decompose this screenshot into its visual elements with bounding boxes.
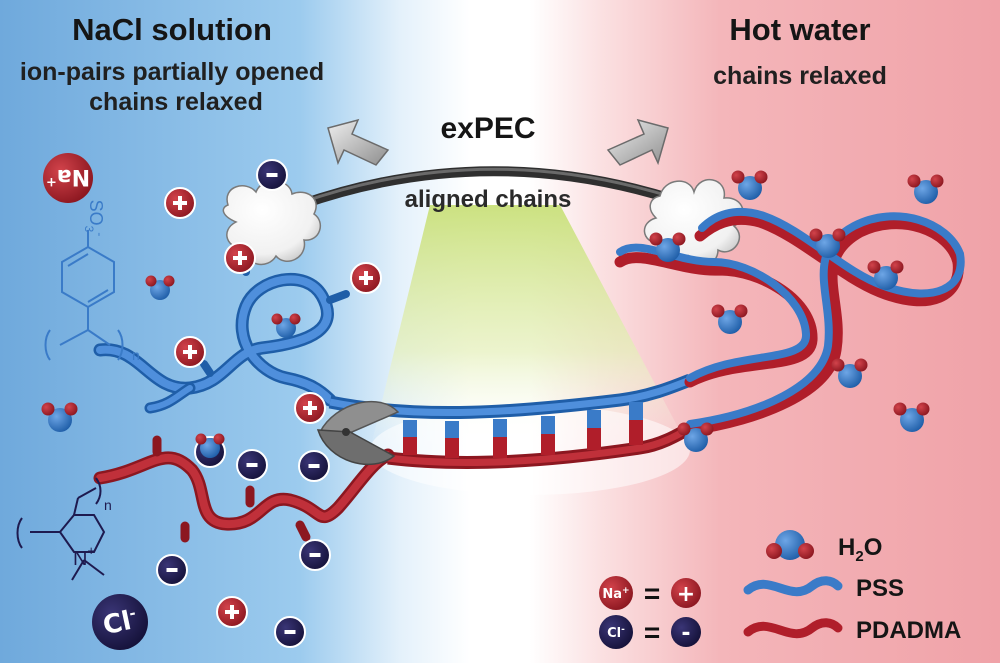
scissors-icon — [316, 400, 400, 465]
legend-water-icon — [766, 530, 814, 560]
pss-structure — [44, 230, 124, 361]
left-title: NaCl solution — [72, 12, 272, 47]
legend-pdadma-label: PDADMA — [856, 617, 961, 644]
na-badge-icon — [43, 153, 93, 203]
center-label: exPEC — [440, 112, 536, 145]
legend-equals-2: = — [644, 617, 660, 648]
legend-plus-icon — [671, 578, 701, 608]
legend-equals-1: = — [644, 578, 660, 609]
pdadma-chain-left — [93, 435, 395, 543]
legend-water-label: H2O — [838, 534, 882, 565]
legend-cl-label: Cl- — [607, 625, 625, 641]
legend — [599, 530, 843, 649]
na-badge-label: Na+ — [46, 164, 90, 189]
legend-na-icon — [599, 576, 633, 610]
legend-cl-icon — [599, 615, 633, 649]
left-subtitle-line1: ion-pairs partially opened — [19, 58, 325, 86]
legend-minus-icon — [671, 617, 701, 647]
pdadma-index-label: n — [104, 497, 112, 513]
arrow-right-icon — [606, 118, 669, 166]
legend-plus-label: + — [677, 582, 695, 607]
legend-pdadma-icon — [743, 618, 843, 639]
pdadma-n-label: N+ — [73, 543, 95, 570]
ion-labels: Na+ Cl- SO3- n n N+ Na+ Cl- = = + - H2O … — [46, 164, 961, 648]
arrow-left-icon — [327, 118, 390, 166]
relaxed-chains-right — [614, 208, 965, 436]
right-title: Hot water — [729, 12, 871, 47]
cl-badge-label: Cl- — [100, 604, 140, 641]
pss-group-label: SO3- — [82, 200, 107, 237]
pdadma-structure — [16, 477, 106, 581]
clamp-arc — [295, 166, 680, 210]
left-subtitle-line2: chains relaxed — [89, 88, 263, 116]
pss-index-label: n — [132, 347, 140, 363]
legend-pss-label: PSS — [856, 575, 904, 602]
cl-badge-icon — [92, 594, 148, 650]
right-subtitle: chains relaxed — [713, 62, 887, 90]
light-cone — [370, 205, 690, 450]
legend-na-label: Na+ — [602, 586, 629, 602]
legend-minus-label: - — [681, 621, 690, 646]
legend-pss-icon — [743, 576, 843, 597]
center-sublabel: aligned chains — [404, 186, 572, 213]
